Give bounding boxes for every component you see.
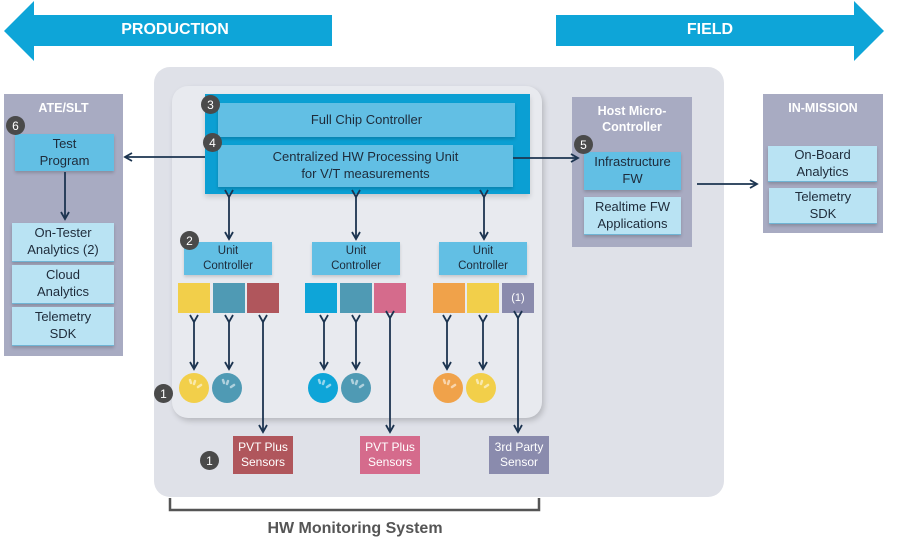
badge-1-sensors: 1 bbox=[200, 451, 219, 470]
field-label: FIELD bbox=[686, 21, 734, 38]
production-arrow-banner bbox=[4, 1, 332, 61]
hw-monitoring-bracket bbox=[168, 498, 541, 512]
gauge-icon bbox=[341, 373, 371, 403]
realtime-fw-box[interactable]: Realtime FW Applications bbox=[584, 197, 681, 235]
unit-controller-3[interactable]: Unit Controller bbox=[439, 242, 527, 275]
infrastructure-fw-box[interactable]: Infrastructure FW bbox=[584, 152, 681, 190]
test-program-box[interactable]: Test Program bbox=[15, 134, 114, 171]
third-party-sensor[interactable]: 3rd Party Sensor bbox=[489, 436, 549, 474]
processing-unit-box[interactable]: Centralized HW Processing Unit for V/T m… bbox=[218, 145, 513, 187]
production-label: PRODUCTION bbox=[121, 21, 229, 38]
badge-2: 2 bbox=[180, 231, 199, 250]
host-micro-controller-title: Host Micro-Controller bbox=[597, 104, 667, 134]
pvt-plus-sensors-2[interactable]: PVT Plus Sensors bbox=[360, 436, 420, 474]
badge-1-gauges: 1 bbox=[154, 384, 173, 403]
sensor-block bbox=[340, 283, 372, 313]
sensor-block bbox=[213, 283, 245, 313]
badge-3: 3 bbox=[201, 95, 220, 114]
sensor-block bbox=[247, 283, 279, 313]
badge-5: 5 bbox=[574, 135, 593, 154]
pvt-plus-sensors-1[interactable]: PVT Plus Sensors bbox=[233, 436, 293, 474]
gauge-icon bbox=[212, 373, 242, 403]
field-arrow-banner bbox=[556, 1, 884, 61]
cloud-analytics-box[interactable]: Cloud Analytics bbox=[12, 265, 114, 304]
in-mission-title: IN-MISSION bbox=[788, 101, 858, 115]
unit-controller-2[interactable]: Unit Controller bbox=[312, 242, 400, 275]
gauge-icon bbox=[308, 373, 338, 403]
sensor-block bbox=[433, 283, 465, 313]
sensor-block bbox=[374, 283, 406, 313]
sensor-block bbox=[178, 283, 210, 313]
gauge-icon bbox=[433, 373, 463, 403]
processing-unit-line1: Centralized HW Processing Unit bbox=[272, 149, 459, 165]
gauge-icon bbox=[466, 373, 496, 403]
sensor-block bbox=[467, 283, 499, 313]
hw-monitoring-system-label: HW Monitoring System bbox=[267, 520, 443, 537]
badge-4: 4 bbox=[203, 133, 222, 152]
telemetry-sdk-box-mission[interactable]: Telemetry SDK bbox=[769, 188, 877, 224]
on-tester-analytics-box[interactable]: On-Tester Analytics (2) bbox=[12, 223, 114, 262]
third-party-sensor-block: (1) bbox=[502, 283, 534, 313]
ate-slt-title: ATE/SLT bbox=[38, 101, 89, 115]
unit-controller-1[interactable]: Unit Controller bbox=[184, 242, 272, 275]
processing-unit-line2: for V/T measurements bbox=[301, 166, 430, 181]
telemetry-sdk-box-ate[interactable]: Telemetry SDK bbox=[12, 307, 114, 346]
badge-6: 6 bbox=[6, 116, 25, 135]
full-chip-controller-box[interactable]: Full Chip Controller bbox=[218, 103, 515, 137]
sensor-block bbox=[305, 283, 337, 313]
on-board-analytics-box[interactable]: On-Board Analytics bbox=[768, 146, 877, 182]
gauge-icon bbox=[179, 373, 209, 403]
